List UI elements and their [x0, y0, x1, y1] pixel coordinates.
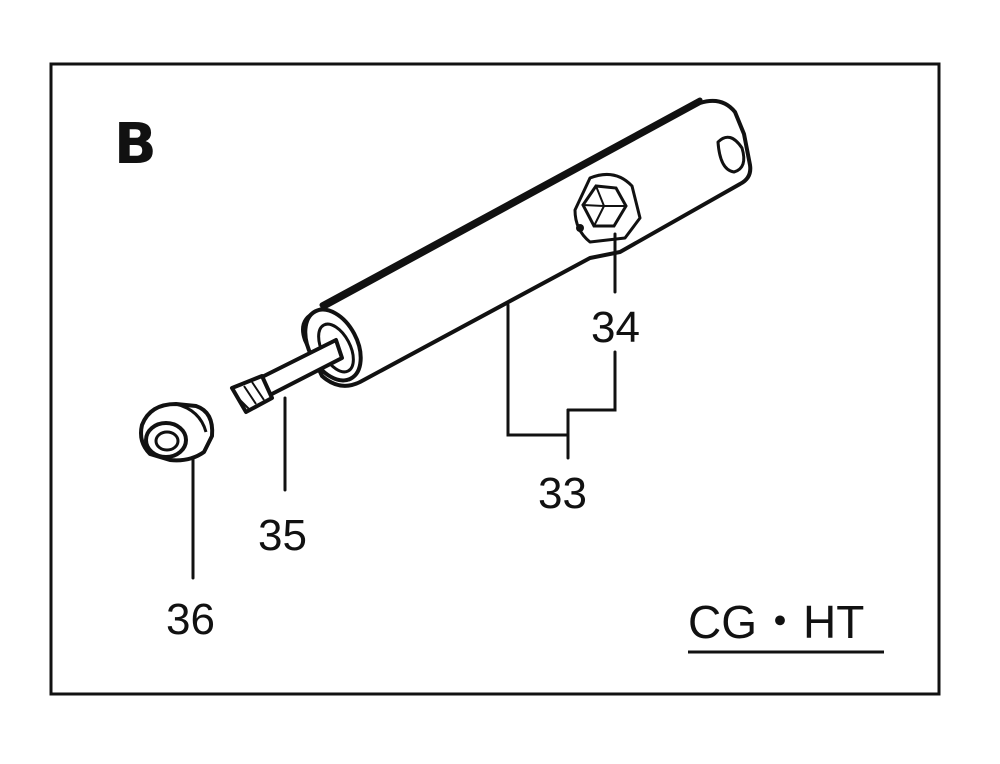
- callout-35: 35: [258, 511, 307, 560]
- callout-36: 36: [166, 595, 215, 644]
- model-code: CG・HT: [688, 596, 864, 648]
- part-36-bushing: [139, 402, 215, 463]
- part-35-splined-shaft: [230, 338, 344, 414]
- leader-lines: [191, 232, 617, 580]
- diagram-border: [49, 62, 941, 696]
- callout-34: 34: [591, 303, 640, 352]
- section-letter: B: [114, 112, 157, 177]
- callout-33: 33: [538, 469, 587, 518]
- part-34-nut: [576, 184, 628, 232]
